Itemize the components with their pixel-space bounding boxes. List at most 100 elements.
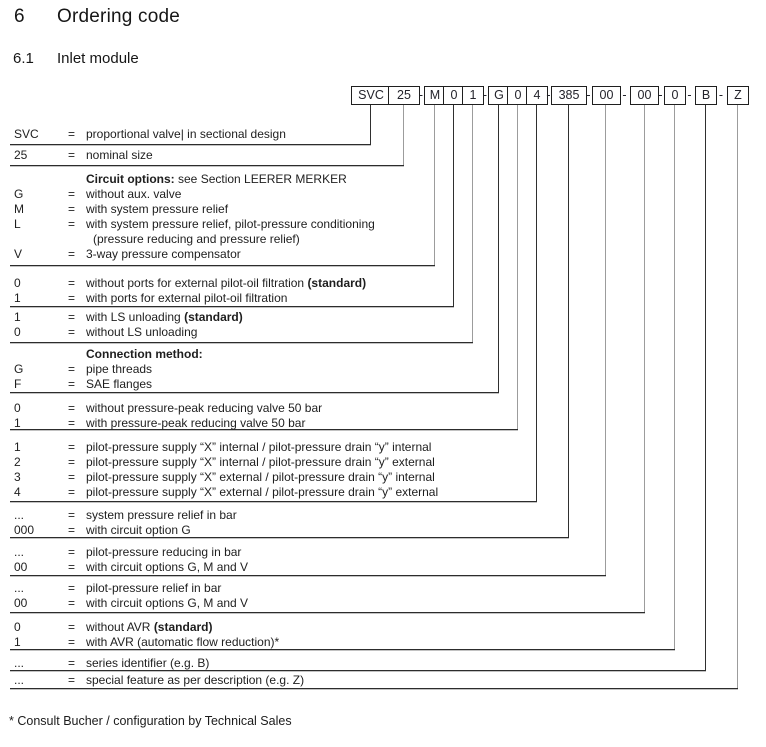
description-row: (pressure reducing and pressure relief)	[0, 232, 766, 247]
ordering-code-box: 1	[462, 86, 484, 105]
code-value: SVC	[14, 127, 39, 141]
equals-sign: =	[68, 508, 76, 522]
code-value: 00	[14, 560, 28, 574]
block-divider-rule	[10, 265, 435, 266]
equals-sign: =	[68, 455, 76, 469]
block-divider-rule	[10, 165, 404, 166]
row-description: without AVR (standard)	[86, 620, 213, 634]
equals-sign: =	[68, 291, 76, 305]
code-value: 0	[14, 620, 21, 634]
block-divider-rule	[10, 342, 473, 343]
row-description: pilot-pressure reducing in bar	[86, 545, 242, 559]
ordering-code-box: Z	[727, 86, 749, 105]
row-description: pilot-pressure relief in bar	[86, 581, 222, 595]
equals-sign: =	[68, 485, 76, 499]
code-description-block: 0=without AVR (standard)1=with AVR (auto…	[0, 620, 766, 650]
description-row: ...=pilot-pressure reducing in bar	[0, 545, 766, 560]
code-value: 1	[14, 635, 21, 649]
description-row: 4=pilot-pressure supply “X” external / p…	[0, 485, 766, 500]
code-separator: -	[482, 88, 488, 102]
code-value: 0	[14, 401, 21, 415]
row-description: with system pressure relief	[86, 202, 229, 216]
description-row: ...=series identifier (e.g. B)	[0, 656, 766, 671]
description-row: M=with system pressure relief	[0, 202, 766, 217]
ordering-code-box: 00	[592, 86, 621, 105]
code-value: ...	[14, 656, 25, 670]
description-row: 00=with circuit options G, M and V	[0, 596, 766, 611]
block-divider-rule	[10, 429, 518, 430]
code-connector-line	[517, 105, 518, 429]
footnote: * Consult Bucher / configuration by Tech…	[9, 714, 292, 728]
description-row: 1=with ports for external pilot-oil filt…	[0, 291, 766, 306]
row-description: pilot-pressure supply “X” internal / pil…	[86, 455, 435, 469]
equals-sign: =	[68, 362, 76, 376]
code-value: 2	[14, 455, 21, 469]
description-row: 000=with circuit option G	[0, 523, 766, 538]
description-row: 1=with AVR (automatic flow reduction)*	[0, 635, 766, 650]
equals-sign: =	[68, 202, 76, 216]
row-description: with circuit option G	[86, 523, 191, 537]
equals-sign: =	[68, 325, 76, 339]
code-description-block: 0=without ports for external pilot-oil f…	[0, 276, 766, 306]
ordering-code-box: 25	[388, 86, 420, 105]
row-description: without ports for external pilot-oil fil…	[86, 276, 367, 290]
row-description: with system pressure relief, pilot-press…	[86, 217, 375, 231]
subsection-title: Inlet module	[57, 50, 139, 67]
code-separator: -	[546, 88, 551, 102]
description-row: V=3-way pressure compensator	[0, 247, 766, 262]
description-row: 0=without AVR (standard)	[0, 620, 766, 635]
code-value: 0	[14, 325, 21, 339]
row-description: pilot-pressure supply “X” external / pil…	[86, 485, 439, 499]
equals-sign: =	[68, 217, 76, 231]
section-title: Ordering code	[57, 6, 181, 27]
equals-sign: =	[68, 673, 76, 687]
subsection-number: 6.1	[13, 50, 34, 67]
code-value: G	[14, 187, 24, 201]
ordering-code-box: 00	[630, 86, 659, 105]
code-connector-line	[737, 105, 738, 688]
ordering-code-box: M	[424, 86, 446, 105]
block-divider-rule	[10, 392, 499, 393]
code-value: 000	[14, 523, 35, 537]
code-connector-line	[453, 105, 454, 306]
equals-sign: =	[68, 187, 76, 201]
description-row: ...=special feature as per description (…	[0, 673, 766, 688]
code-separator: -	[658, 88, 663, 102]
equals-sign: =	[68, 247, 76, 261]
code-value: 1	[14, 416, 21, 430]
row-description: with pressure-peak reducing valve 50 bar	[86, 416, 306, 430]
block-divider-rule	[10, 649, 675, 650]
equals-sign: =	[68, 581, 76, 595]
equals-sign: =	[68, 596, 76, 610]
code-description-block: 1=pilot-pressure supply “X” internal / p…	[0, 440, 766, 500]
description-row: 25=nominal size	[0, 148, 766, 163]
description-row: ...=system pressure relief in bar	[0, 508, 766, 523]
row-description: system pressure relief in bar	[86, 508, 237, 522]
equals-sign: =	[68, 401, 76, 415]
equals-sign: =	[68, 276, 76, 290]
block-divider-rule	[10, 612, 645, 613]
block-divider-rule	[10, 670, 706, 671]
row-description: without LS unloading	[86, 325, 198, 339]
description-row: 0=without ports for external pilot-oil f…	[0, 276, 766, 291]
description-row: 3=pilot-pressure supply “X” external / p…	[0, 470, 766, 485]
code-connector-line	[705, 105, 706, 670]
code-connector-line	[644, 105, 645, 612]
code-description-block: SVC=proportional valve| in sectional des…	[0, 127, 766, 142]
row-description: with circuit options G, M and V	[86, 596, 249, 610]
code-value: 3	[14, 470, 21, 484]
code-description-block: 25=nominal size	[0, 148, 766, 163]
block-divider-rule	[10, 688, 738, 689]
block-divider-rule	[10, 306, 454, 307]
row-description: with LS unloading (standard)	[86, 310, 243, 324]
row-description: without pressure-peak reducing valve 50 …	[86, 401, 323, 415]
description-row: 1=pilot-pressure supply “X” internal / p…	[0, 440, 766, 455]
code-connector-line	[403, 105, 404, 165]
row-description: proportional valve| in sectional design	[86, 127, 286, 141]
description-row: G=without aux. valve	[0, 187, 766, 202]
code-description-block: 0 = without pressure-peak reducing valve 5…	[0, 401, 766, 431]
code-value: 1	[14, 310, 21, 324]
code-separator: -	[586, 88, 591, 102]
description-row: ...=pilot-pressure relief in bar	[0, 581, 766, 596]
description-row: 2 = pilot-pressure supply “X” internal / p…	[0, 455, 766, 470]
